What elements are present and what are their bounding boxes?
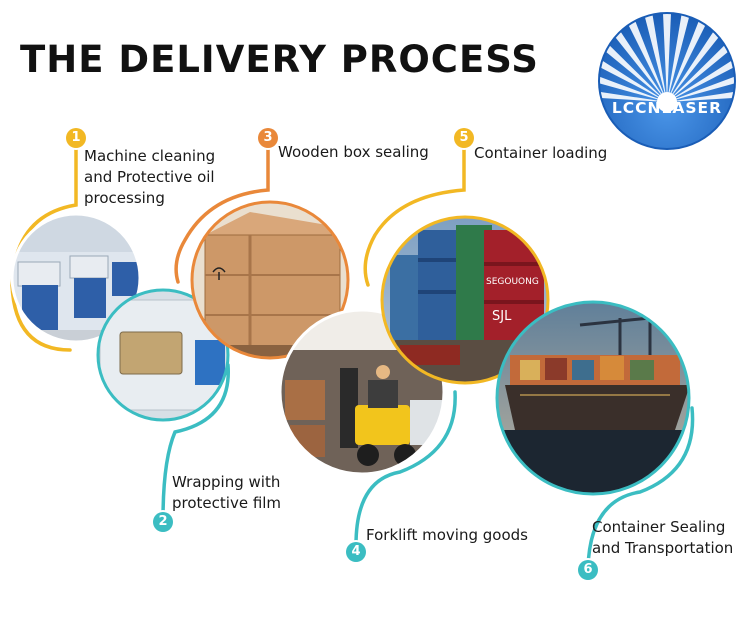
arc-step-5 (363, 138, 466, 287)
step-2-label: Wrapping with protective film (172, 473, 282, 512)
step-6-label: Container Sealing and Transportation (592, 518, 734, 557)
lccnlaser-logo: LCCNLASER (598, 12, 736, 150)
logo-text: LCCNLASER (612, 99, 722, 117)
step-4-label: Forklift moving goods (366, 526, 528, 544)
step-2-badge: 2 (153, 512, 173, 532)
step-1-label: Machine cleaning and Protective oil proc… (84, 147, 216, 207)
step-5-badge: 5 (454, 128, 474, 148)
step-3-label: Wooden box sealing (278, 143, 429, 161)
container-brand-text: SEGOUONG (486, 277, 539, 287)
photo-wrapping (98, 290, 228, 420)
arc-step-3 (174, 138, 270, 284)
logo-ray (667, 85, 735, 102)
page-title: THE DELIVERY PROCESS (20, 38, 539, 81)
step-6-badge: 6 (578, 560, 598, 580)
step-3-badge: 3 (258, 128, 278, 148)
arc-step-4 (354, 390, 457, 547)
logo-sun-glow (657, 92, 677, 112)
logo-ray (667, 13, 717, 102)
logo-ray (667, 42, 735, 102)
logo-ray (617, 13, 667, 102)
arc-step-6 (586, 406, 695, 570)
logo-ray (667, 63, 735, 102)
arc-step-2 (161, 363, 230, 522)
step-1-badge: 1 (66, 128, 86, 148)
logo-ray (639, 13, 667, 102)
logo-ray (599, 63, 667, 102)
logo-ray (599, 85, 667, 102)
logo-ray (662, 13, 672, 102)
step-4-badge: 4 (346, 542, 366, 562)
container-mark-text: SJL (492, 309, 512, 324)
logo-ray (599, 42, 667, 102)
logo-ray (667, 13, 695, 102)
step-5-label: Container loading (474, 144, 608, 162)
